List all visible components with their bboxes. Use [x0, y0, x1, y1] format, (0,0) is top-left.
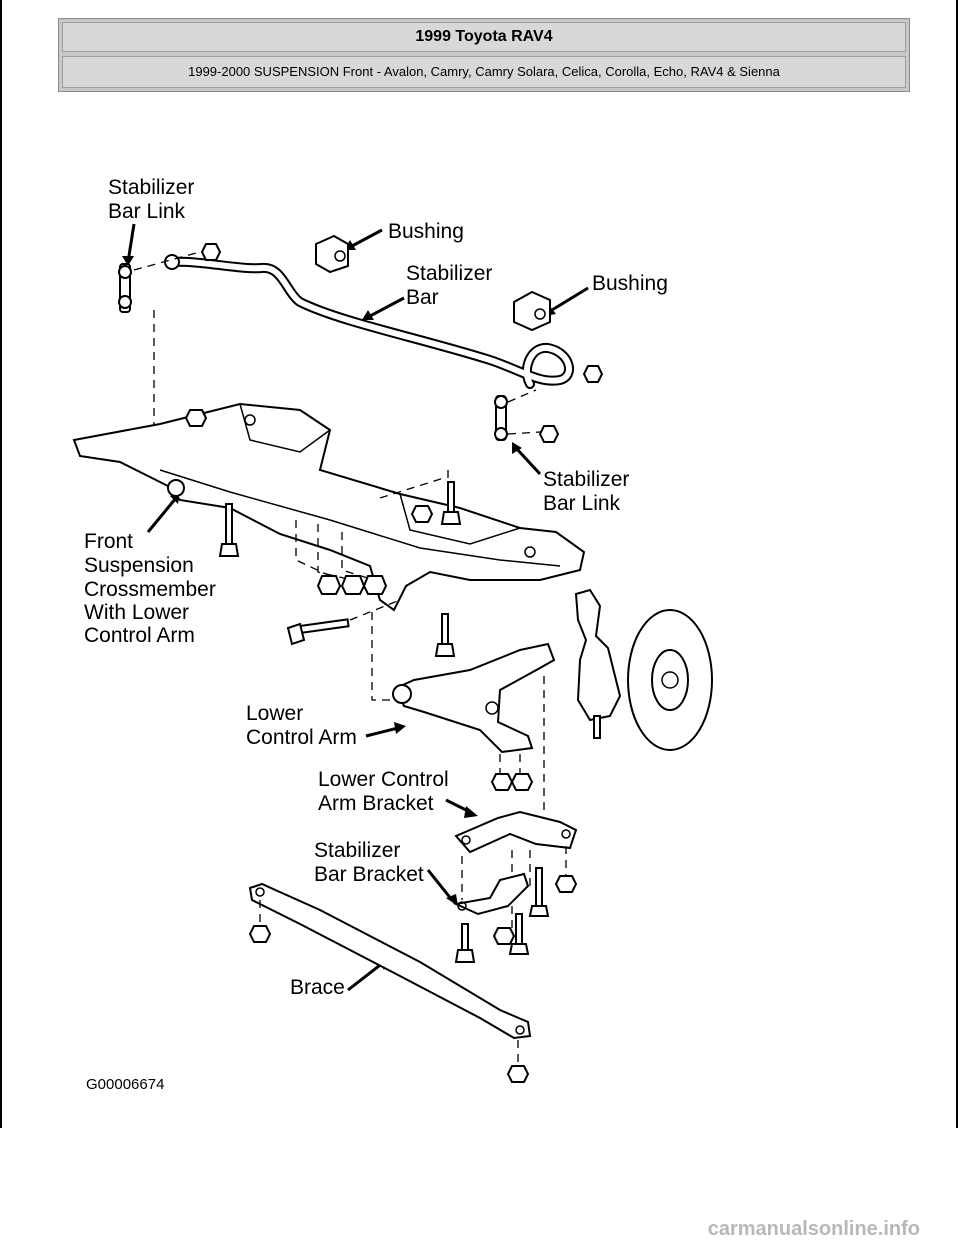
- label-lower-control-arm-2: Control Arm: [246, 726, 357, 749]
- label-bushing-right: Bushing: [592, 272, 668, 295]
- label-brace: Brace: [290, 976, 345, 999]
- label-stabilizer-bar: Stabilizer: [406, 262, 492, 285]
- label-stab-bracket-2: Bar Bracket: [314, 863, 424, 886]
- brace: [248, 882, 532, 1083]
- suspension-exploded-diagram: Stabilizer Bar Link Bushing Stabilizer B…: [72, 176, 713, 1083]
- label-stabilizer-bar-2: Bar: [406, 286, 439, 309]
- label-stabilizer-bar-link-right-2: Bar Link: [543, 492, 621, 515]
- label-crossmember-4: With Lower: [84, 601, 189, 624]
- label-stabilizer-bar-link-right: Stabilizer: [543, 468, 629, 491]
- label-bushing-left: Bushing: [388, 220, 464, 243]
- stabilizer-link-left: [118, 243, 222, 430]
- label-stabilizer-bar-link-top: Stabilizer: [108, 176, 194, 199]
- label-stabilizer-bar-link-top-2: Bar Link: [108, 200, 186, 223]
- label-crossmember-5: Control Arm: [84, 624, 195, 647]
- document-subtitle: 1999-2000 SUSPENSION Front - Avalon, Cam…: [62, 56, 906, 88]
- watermark: carmanualsonline.info: [707, 1218, 920, 1240]
- hardware-crossmember: [218, 481, 462, 657]
- label-stab-bracket: Stabilizer: [314, 839, 400, 862]
- label-crossmember-3: Crossmember: [84, 578, 216, 601]
- page-frame: [0, 0, 958, 1128]
- label-lower-control-arm: Lower: [246, 702, 303, 725]
- document-title: 1999 Toyota RAV4: [62, 22, 906, 52]
- crossmember: [72, 402, 586, 612]
- label-lca-bracket-2: Arm Bracket: [318, 792, 434, 815]
- label-crossmember-2: Suspension: [84, 554, 194, 577]
- steering-knuckle-rotor: [574, 588, 713, 751]
- figure-id: G00006674: [86, 1076, 165, 1093]
- label-lca-bracket: Lower Control: [318, 768, 449, 791]
- label-crossmember-1: Front: [84, 530, 133, 553]
- lower-control-arm: [371, 612, 556, 810]
- stabilizer-bar: [164, 254, 574, 389]
- lower-control-arm-bracket: [454, 754, 578, 930]
- document-header: 1999 Toyota RAV4 1999-2000 SUSPENSION Fr…: [58, 18, 910, 92]
- bushing-left: [315, 234, 349, 274]
- stabilizer-link-right: [494, 365, 604, 443]
- stabilizer-bar-bracket: [452, 867, 578, 963]
- bushing-right: [513, 290, 551, 332]
